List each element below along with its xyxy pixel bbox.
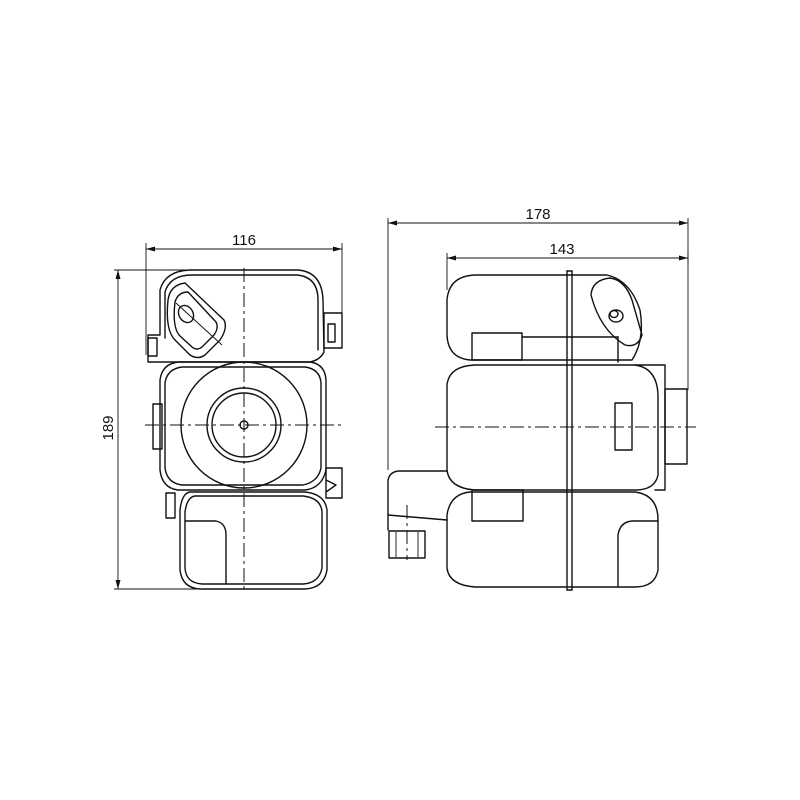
dimension-label-116: 116 bbox=[232, 232, 256, 249]
dimension-label-143: 143 bbox=[549, 241, 574, 258]
dimension-side-total-width: 178 bbox=[387, 206, 689, 470]
dimension-label-178: 178 bbox=[525, 206, 550, 223]
dimension-front-height: 189 bbox=[100, 269, 300, 590]
front-view: 116 189 bbox=[100, 232, 345, 590]
dimension-side-body-width: 143 bbox=[446, 241, 689, 290]
dimension-front-width: 116 bbox=[145, 232, 343, 355]
dimension-label-189: 189 bbox=[100, 415, 117, 440]
side-view: 178 143 bbox=[387, 206, 696, 591]
